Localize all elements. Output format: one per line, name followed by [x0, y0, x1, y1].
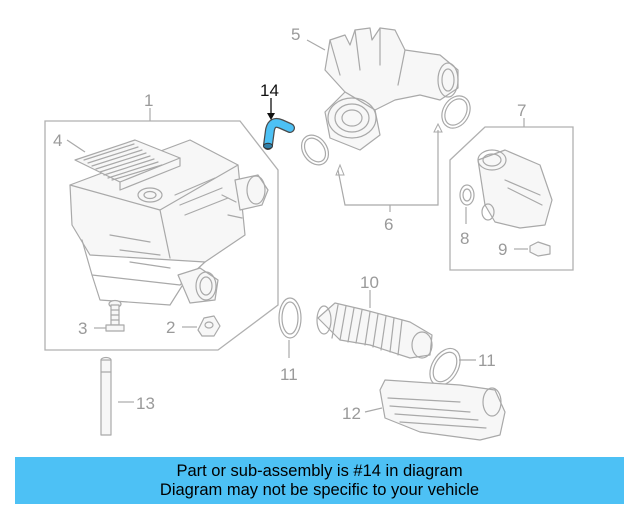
callout-1: 1 [144, 91, 153, 110]
part-4-group: 4 [53, 131, 181, 191]
callout-13: 13 [136, 394, 155, 413]
part-1-frame [44, 120, 279, 351]
part-12-group: 12 [342, 379, 506, 441]
part-2-group: 2 [166, 315, 221, 337]
info-banner: Part or sub-assembly is #14 in diagram D… [15, 457, 624, 504]
callout-12: 12 [342, 404, 361, 423]
air-cleaner-housing [69, 139, 269, 306]
callout-9: 9 [498, 240, 507, 259]
callout-2: 2 [166, 318, 175, 337]
banner-line-2: Diagram may not be specific to your vehi… [159, 480, 480, 499]
callout-3: 3 [78, 319, 87, 338]
part-7-frame [449, 126, 574, 271]
callout-5: 5 [291, 25, 300, 44]
callout-10: 10 [360, 273, 379, 292]
part-6-group: 6 [300, 95, 471, 234]
part-13-group: 13 [100, 356, 155, 436]
callout-11a: 11 [280, 365, 298, 384]
callout-7: 7 [517, 101, 526, 120]
part-10-group: 10 [316, 273, 433, 359]
part-14-group: 14 [260, 81, 295, 150]
callout-4: 4 [53, 131, 62, 150]
part-5-group: 5 [291, 25, 459, 151]
callout-6: 6 [384, 215, 393, 234]
callout-14: 14 [260, 81, 279, 100]
part-3-group: 3 [78, 299, 125, 338]
banner-line-1: Part or sub-assembly is #14 in diagram [176, 461, 463, 480]
part-7-group: 7 8 9 [449, 101, 574, 271]
callout-11b: 11 [478, 351, 496, 370]
part-1-group: 1 [44, 91, 279, 351]
parts-diagram: 1 4 3 [44, 25, 574, 441]
callout-8: 8 [460, 229, 469, 248]
